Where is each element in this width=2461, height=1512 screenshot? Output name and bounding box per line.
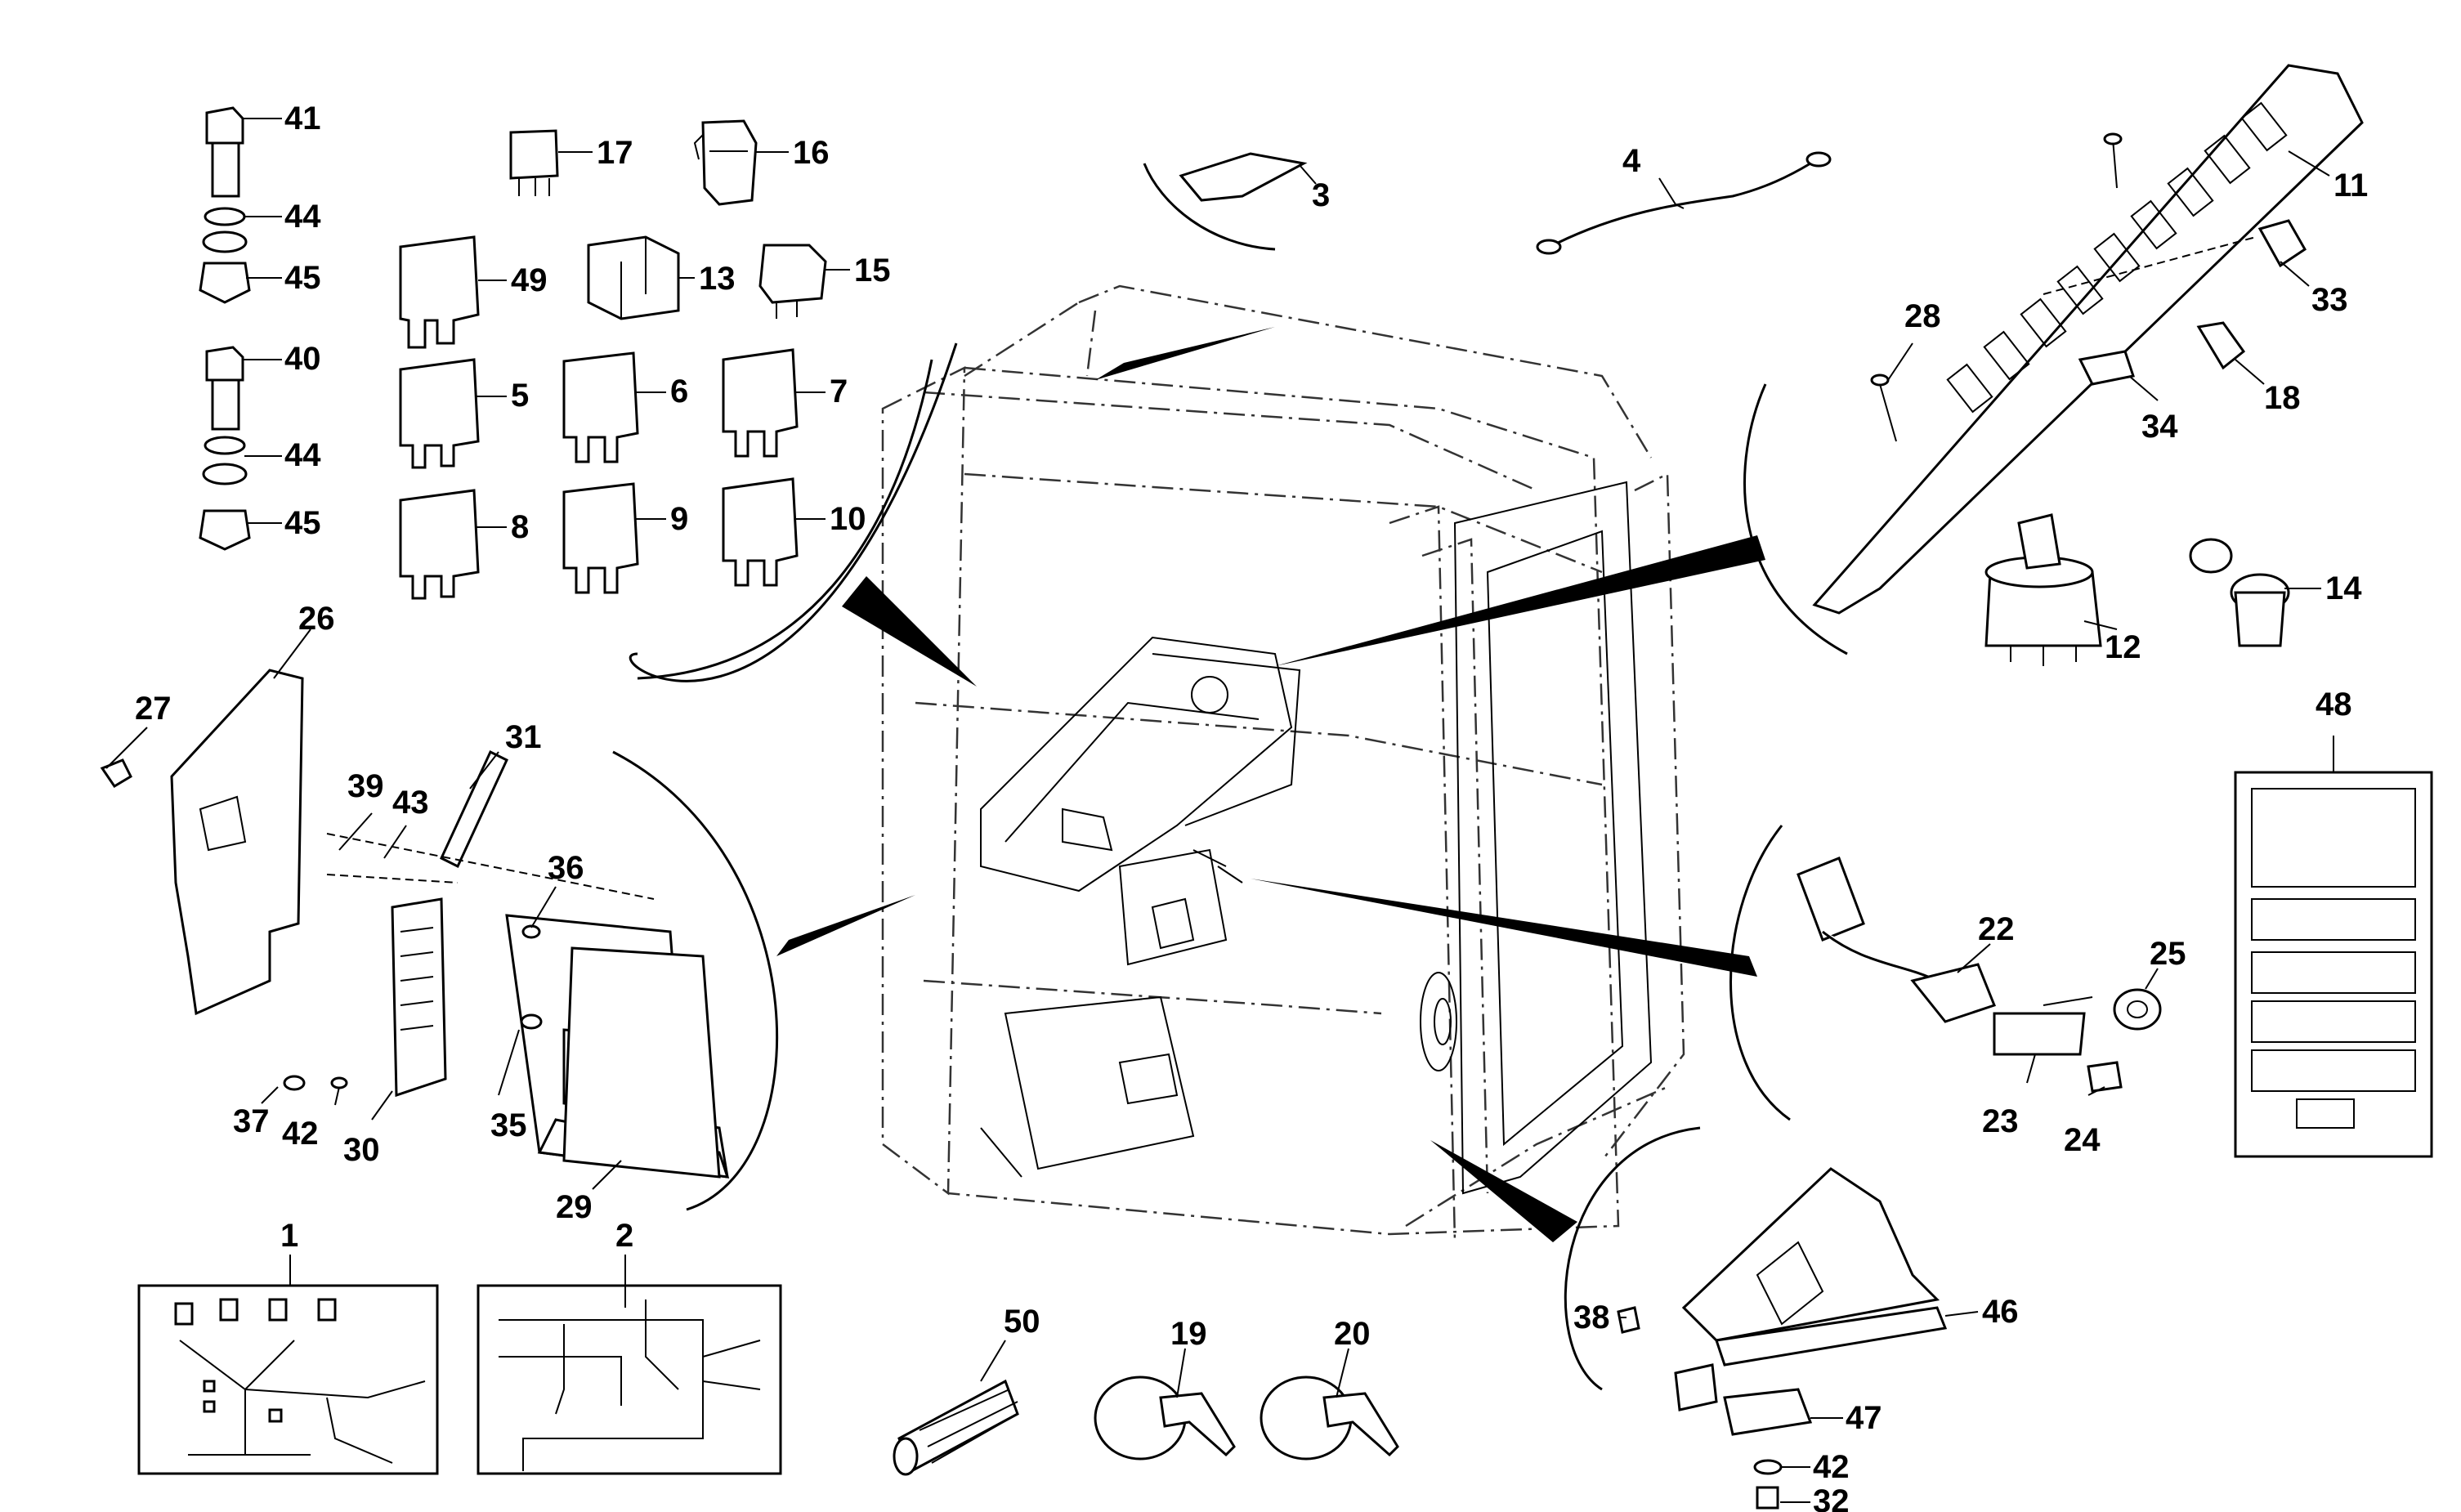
switch-panel-11 xyxy=(1812,64,2364,615)
callout-48: 48 xyxy=(2316,687,2352,722)
callout-24: 24 xyxy=(2064,1122,2101,1158)
callout-45b: 45 xyxy=(284,505,321,541)
cab-assembly xyxy=(881,284,1685,1243)
callout-44b: 44 xyxy=(284,437,321,473)
callout-25: 25 xyxy=(2150,936,2186,972)
callout-22: 22 xyxy=(1978,911,2015,947)
callout-43: 43 xyxy=(392,785,429,821)
bracket-assembly xyxy=(100,669,730,1179)
callout-20: 20 xyxy=(1334,1316,1371,1352)
callout-13: 13 xyxy=(699,261,736,297)
callout-39: 39 xyxy=(347,768,384,804)
magnify-arcs xyxy=(612,163,1848,1391)
callout-27: 27 xyxy=(135,691,172,727)
callout-49: 49 xyxy=(511,262,548,298)
callout-26: 26 xyxy=(298,601,335,637)
callout-28: 28 xyxy=(1904,298,1941,334)
callout-16: 16 xyxy=(793,135,830,171)
callout-6: 6 xyxy=(670,374,688,409)
pedal-assembly xyxy=(1617,1167,1948,1510)
cable-tie-19 xyxy=(1094,1376,1236,1461)
pointer-wedges xyxy=(776,327,1765,1242)
callout-5: 5 xyxy=(511,378,529,414)
callout-34: 34 xyxy=(2141,409,2178,445)
callout-15: 15 xyxy=(854,253,891,289)
callout-38: 38 xyxy=(1573,1300,1610,1335)
callout-42: 42 xyxy=(282,1116,319,1152)
callout-33: 33 xyxy=(2311,282,2348,318)
socket-14 xyxy=(2189,538,2290,647)
callout-11: 11 xyxy=(2333,168,2368,204)
harness-1 xyxy=(137,1284,439,1475)
fusebox-label-48 xyxy=(2234,771,2433,1158)
resistor-50 xyxy=(893,1379,1019,1476)
callout-31: 31 xyxy=(505,719,542,755)
callout-50: 50 xyxy=(1004,1304,1040,1340)
callout-numbers: 41 44 45 40 44 45 17 16 49 13 15 5 6 7 8… xyxy=(135,101,2368,1512)
callout-42b: 42 xyxy=(1813,1449,1850,1485)
callout-35: 35 xyxy=(490,1107,527,1143)
callout-2: 2 xyxy=(615,1218,633,1254)
callout-17: 17 xyxy=(597,135,633,171)
leader-lines xyxy=(105,118,2334,1503)
cable-4 xyxy=(1536,151,1832,255)
callout-32: 32 xyxy=(1813,1483,1850,1512)
callout-18: 18 xyxy=(2264,380,2301,416)
callout-29: 29 xyxy=(556,1189,593,1225)
fuses-group xyxy=(199,106,827,600)
key-switch-12 xyxy=(1984,513,2102,666)
callout-47: 47 xyxy=(1846,1400,1882,1436)
callout-7: 7 xyxy=(830,374,848,409)
callout-12: 12 xyxy=(2105,629,2141,665)
callout-46: 46 xyxy=(1982,1294,2019,1330)
callout-40: 40 xyxy=(284,341,321,377)
callout-45: 45 xyxy=(284,260,321,296)
callout-44: 44 xyxy=(284,199,321,235)
callout-9: 9 xyxy=(670,501,688,537)
cable-tie-20 xyxy=(1260,1376,1399,1461)
callout-37: 37 xyxy=(233,1103,270,1139)
harness-2 xyxy=(477,1284,782,1475)
callout-41: 41 xyxy=(284,101,321,136)
callout-1: 1 xyxy=(280,1218,298,1254)
callout-10: 10 xyxy=(830,501,866,537)
callout-8: 8 xyxy=(511,509,529,545)
callout-4: 4 xyxy=(1622,143,1641,179)
callout-30: 30 xyxy=(343,1132,380,1168)
callout-14: 14 xyxy=(2325,570,2362,606)
joystick-assembly xyxy=(1797,857,2162,1093)
callout-36: 36 xyxy=(548,850,584,886)
callout-3: 3 xyxy=(1312,177,1330,213)
bolt-41 xyxy=(205,106,244,198)
part-3 xyxy=(1179,152,1308,202)
callout-23: 23 xyxy=(1982,1103,2019,1139)
callout-19: 19 xyxy=(1170,1316,1207,1352)
